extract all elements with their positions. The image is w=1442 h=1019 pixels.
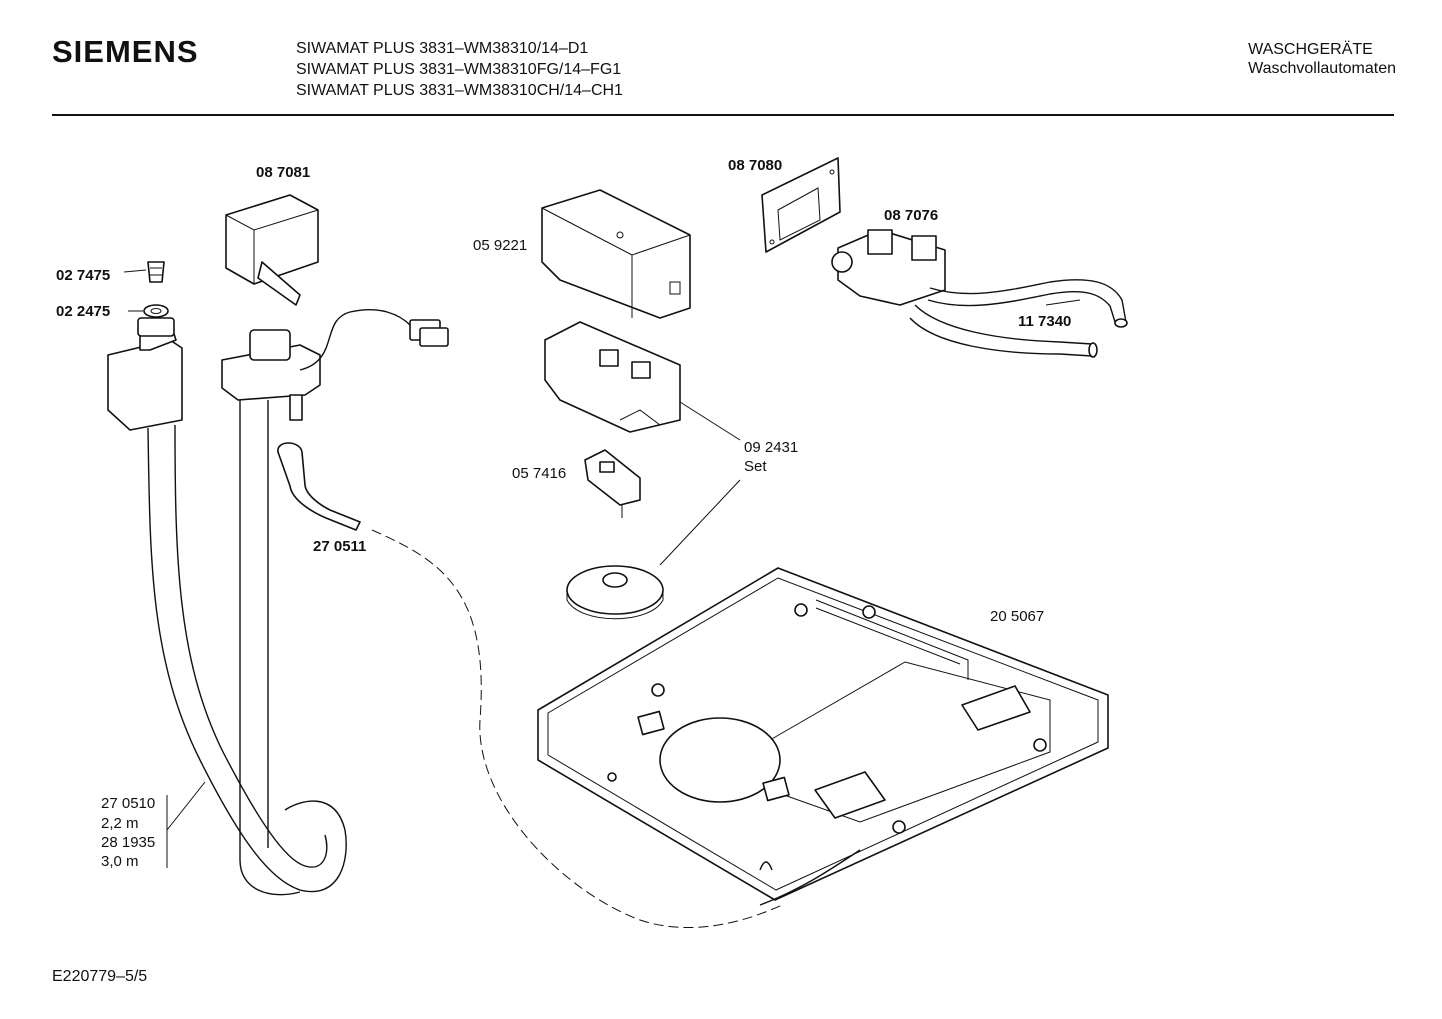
switch-057416 <box>584 449 641 518</box>
label-205067: 20 5067 <box>990 608 1044 625</box>
label-087080: 08 7080 <box>728 157 782 174</box>
label-059221: 05 9221 <box>473 237 527 254</box>
plate-087080 <box>761 157 841 253</box>
label-022475: 02 2475 <box>56 303 110 320</box>
model-line-3: SIWAMAT PLUS 3831–WM38310CH/14–CH1 <box>296 82 623 99</box>
hose-117340 <box>909 279 1128 358</box>
label-117340: 11 7340 <box>1018 313 1071 330</box>
label-270511: 27 0511 <box>313 538 366 555</box>
label-057416: 05 7416 <box>512 465 566 482</box>
disc-092431 <box>566 565 664 620</box>
housing-059221 <box>541 189 691 319</box>
model-line-2: SIWAMAT PLUS 3831–WM38310FG/14–FG1 <box>296 61 622 78</box>
gasket-022475 <box>143 304 169 318</box>
label-281935: 28 1935 <box>101 834 155 851</box>
base-plate-205067 <box>537 567 1109 901</box>
label-027475: 02 7475 <box>56 267 110 284</box>
category-block: WASCHGERÄTE Waschvollautomaten <box>1248 40 1396 78</box>
bracket-set-092431 <box>544 321 681 433</box>
cover-087081 <box>225 194 319 306</box>
label-092431: 09 2431 <box>744 439 798 456</box>
label-270510: 27 0510 <box>101 795 155 812</box>
document-code: E220779–5/5 <box>52 968 148 985</box>
model-list: SIWAMAT PLUS 3831–WM38310/14–D1 SIWAMAT … <box>296 38 623 101</box>
label-092431-set: Set <box>744 458 767 475</box>
leader-027475 <box>123 269 147 273</box>
category-subtitle: Waschvollautomaten <box>1248 60 1396 77</box>
label-281935-length: 3,0 m <box>101 853 139 870</box>
leader-117340 <box>1045 299 1081 306</box>
leader-270510 <box>166 781 206 831</box>
hose-270511 <box>277 442 861 928</box>
leader-092431-a <box>679 401 741 441</box>
drain-hose-270510 <box>107 317 347 896</box>
label-087076: 08 7076 <box>884 207 938 224</box>
siemens-logo: SIEMENS <box>52 34 199 69</box>
category-title: WASCHGERÄTE <box>1248 41 1373 58</box>
label-087081: 08 7081 <box>256 164 310 181</box>
leader-092431-b <box>659 479 741 566</box>
model-line-1: SIWAMAT PLUS 3831–WM38310/14–D1 <box>296 40 589 57</box>
cable-connector <box>299 308 449 371</box>
header-divider <box>52 114 1394 116</box>
valve-087076 <box>831 229 946 306</box>
filter-027475 <box>147 261 165 283</box>
label-270510-length: 2,2 m <box>101 815 139 832</box>
